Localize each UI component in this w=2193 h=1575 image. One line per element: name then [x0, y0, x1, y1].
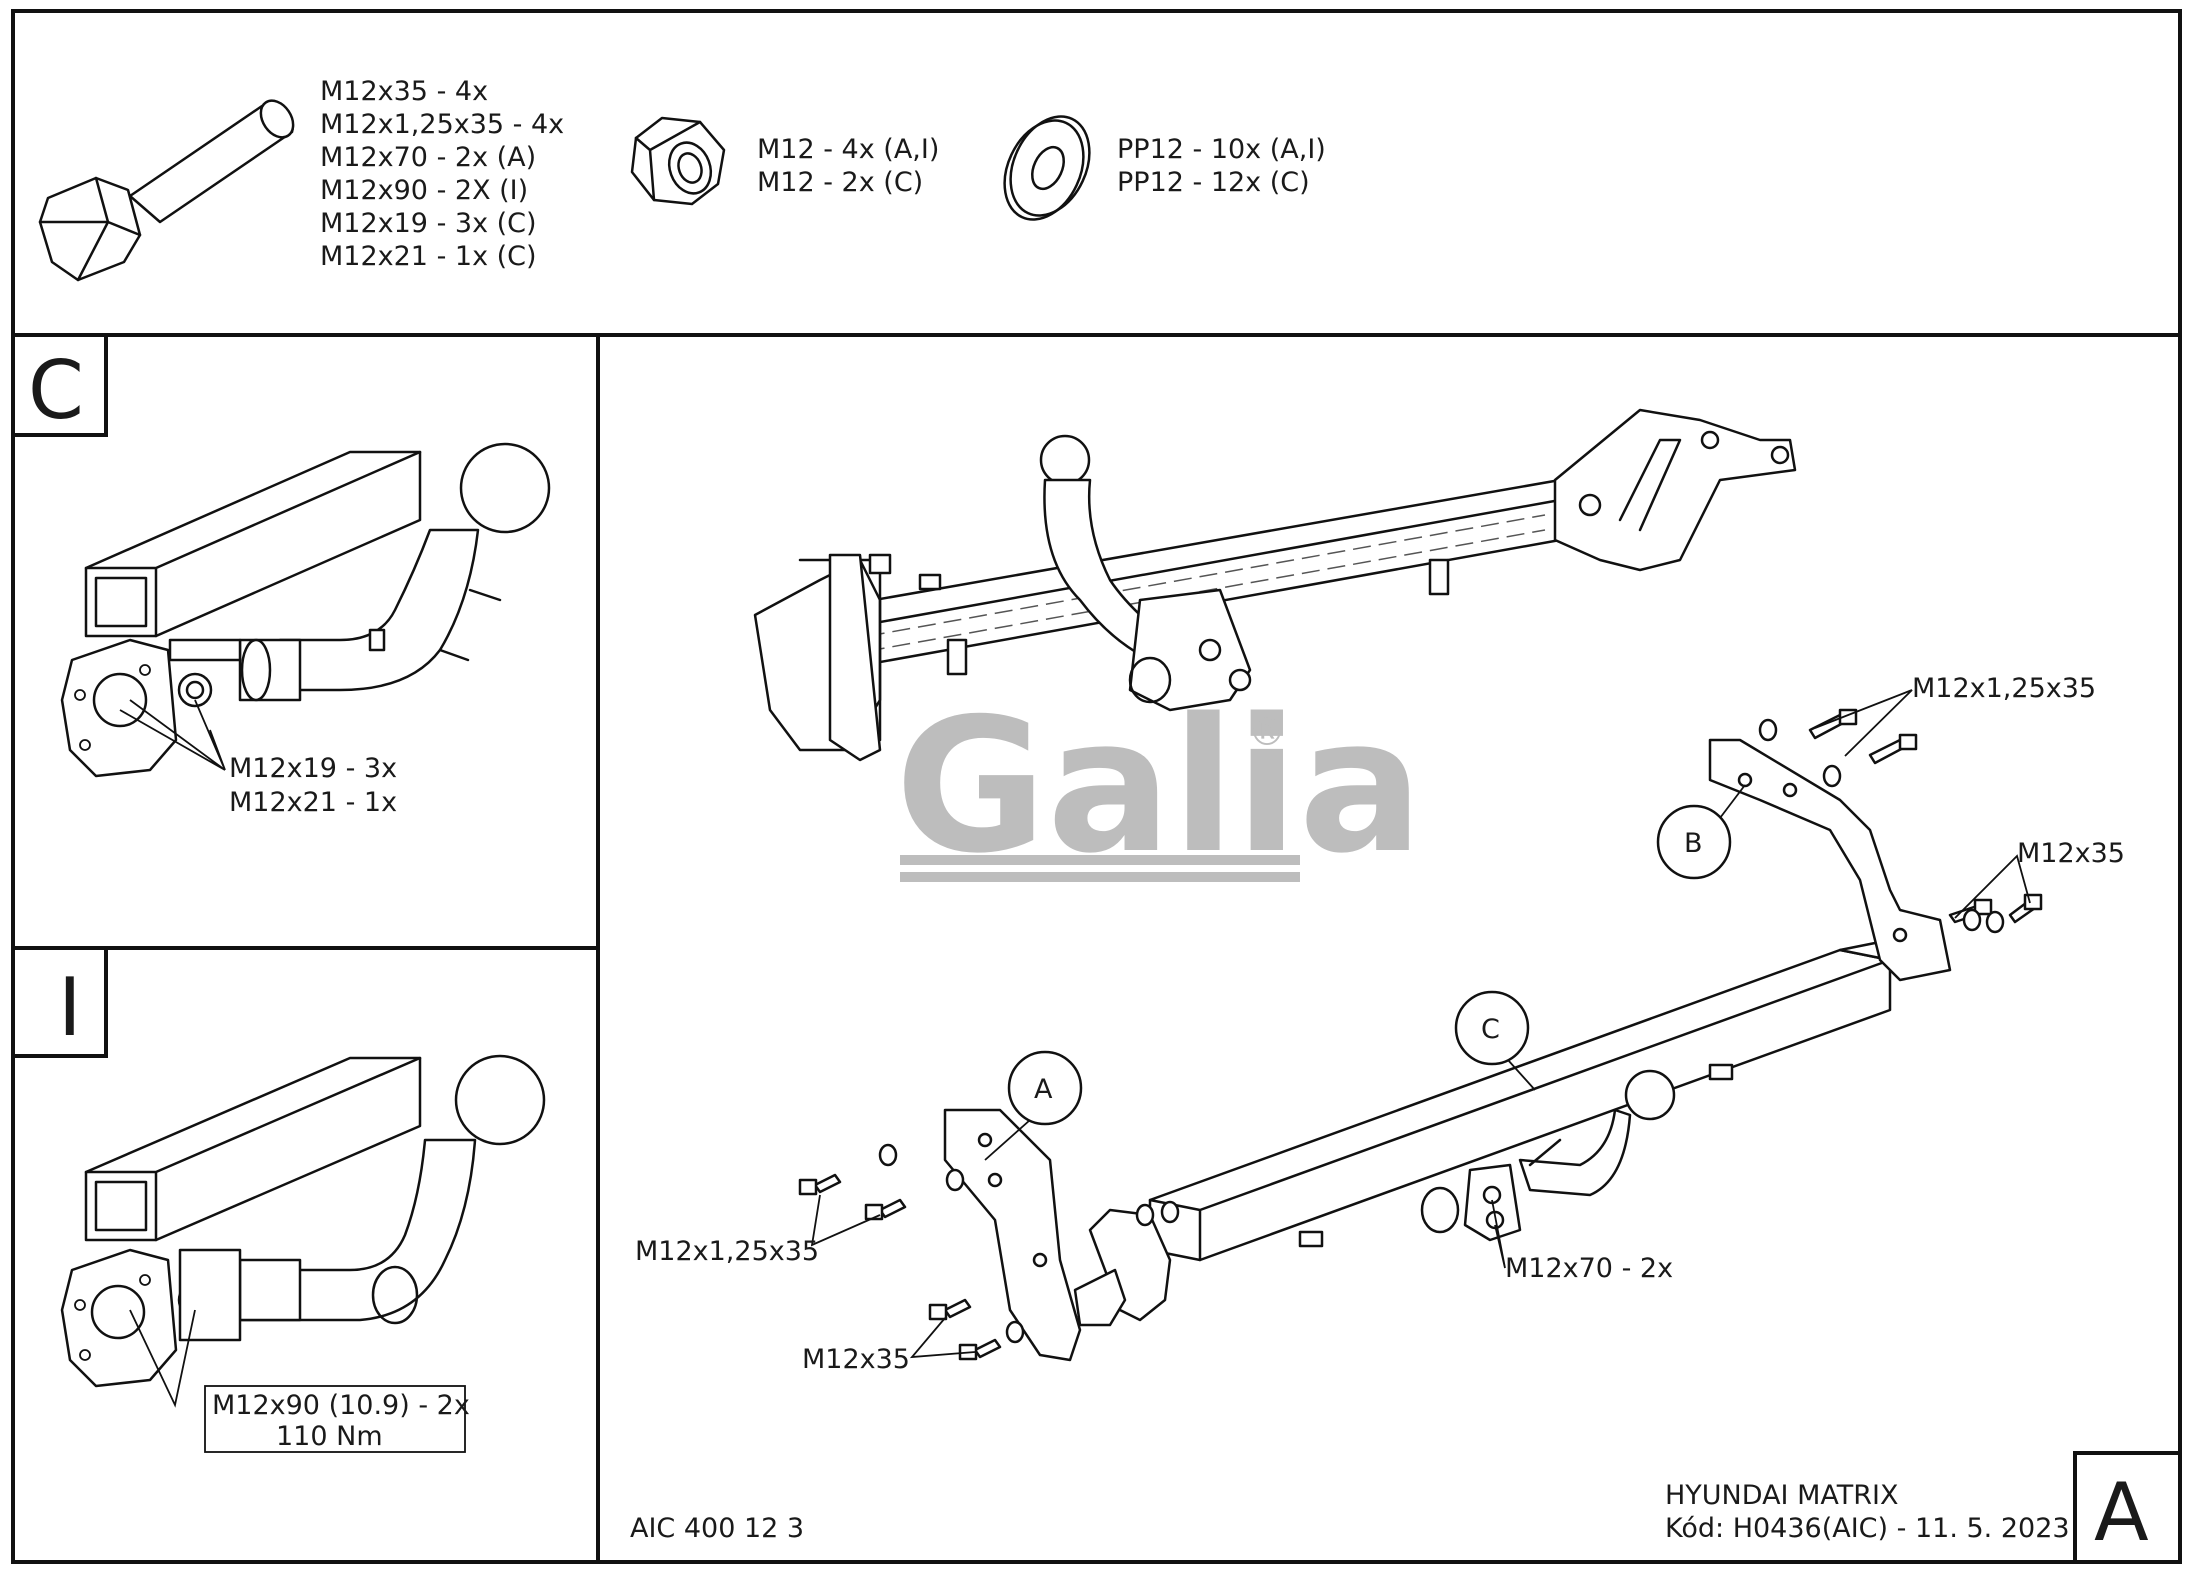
aic-code: AIC 400 12 3	[630, 1513, 804, 1544]
outer-frame	[11, 9, 2182, 1564]
b-bolt-callout: M12x1,25x35	[1912, 673, 2096, 704]
panel-c-callout: M12x19 - 3x	[229, 753, 397, 784]
part-c-leader	[1507, 1059, 1536, 1091]
a-bolt2-leader	[909, 1317, 976, 1359]
a-bolt-callout: M12x1,25x35	[635, 1236, 819, 1267]
bolt-list-item: M12x70 - 2x (A)	[320, 142, 536, 173]
b-bolt2-leader	[1954, 854, 2031, 919]
sheet-letter: A	[2094, 1466, 2149, 1559]
part-a-callout	[1007, 1050, 1083, 1126]
b-bolt-leader	[1814, 689, 1913, 757]
bolt-list-item: M12x21 - 1x (C)	[320, 241, 537, 272]
panel-i-drawing	[60, 1054, 546, 1388]
panel-c-letter-box	[11, 333, 108, 437]
washer-list-item: PP12 - 10x (A,I)	[1117, 134, 1326, 165]
vehicle-name: HYUNDAI MATRIX	[1665, 1480, 1898, 1511]
bolt-list-item: M12x90 - 2X (I)	[320, 175, 528, 206]
assembled-towbar-drawing	[753, 408, 1797, 762]
panel-i-callout-box	[204, 1385, 466, 1453]
c-bolt-leader	[1491, 1199, 1506, 1269]
b-bolt2-callout: M12x35	[2017, 838, 2125, 869]
part-c-label: C	[1481, 1014, 1500, 1045]
part-c-callout	[1454, 990, 1530, 1066]
panel-i-leader	[129, 1309, 196, 1408]
panel-c-leader	[194, 699, 226, 771]
part-b-leader	[1719, 784, 1746, 819]
panel-i-letter: I	[58, 961, 82, 1054]
nut-list: M12 - 4x (A,I) M12 - 2x (C)	[757, 134, 939, 198]
bolt-list: M12x35 - 4x M12x1,25x35 - 4x M12x70 - 2x…	[320, 76, 564, 272]
bolt-list-item: M12x19 - 3x (C)	[320, 208, 537, 239]
part-b-callout	[1656, 804, 1732, 880]
registered-mark: ®	[1248, 710, 1286, 754]
galia-logo: Galia ®	[895, 678, 1423, 894]
sheet-letter-box	[2073, 1451, 2182, 1564]
exploded-towbar-drawing	[798, 708, 2043, 1362]
code-date: Kód: H0436(AIC) - 11. 5. 2023	[1665, 1513, 2070, 1544]
panel-c-callout: M12x21 - 1x	[229, 787, 397, 818]
washer-list-item: PP12 - 12x (C)	[1117, 167, 1310, 198]
bolt-list-item: M12x1,25x35 - 4x	[320, 109, 564, 140]
bolt-list-item: M12x35 - 4x	[320, 76, 488, 107]
panel-i-callout: 110 Nm	[276, 1421, 383, 1452]
panel-i-letter-box	[11, 946, 108, 1058]
nut-list-item: M12 - 4x (A,I)	[757, 134, 939, 165]
part-a-leader	[984, 1119, 1031, 1161]
a-bolt-leader	[810, 1194, 881, 1247]
nut-icon	[630, 116, 726, 206]
washer-list: PP12 - 10x (A,I) PP12 - 12x (C)	[1117, 134, 1326, 198]
c-bolt-callout: M12x70 - 2x	[1505, 1253, 1673, 1284]
washer-icon	[1003, 115, 1091, 221]
panel-c-letter: C	[28, 344, 84, 437]
panel-c-drawing	[60, 442, 551, 778]
part-a-label: A	[1034, 1074, 1053, 1105]
part-b-label: B	[1684, 828, 1703, 859]
bolt-icon	[38, 99, 295, 282]
panel-i-callout: M12x90 (10.9) - 2x	[212, 1390, 470, 1421]
a-bolt2-callout: M12x35	[802, 1344, 910, 1375]
nut-list-item: M12 - 2x (C)	[757, 167, 923, 198]
